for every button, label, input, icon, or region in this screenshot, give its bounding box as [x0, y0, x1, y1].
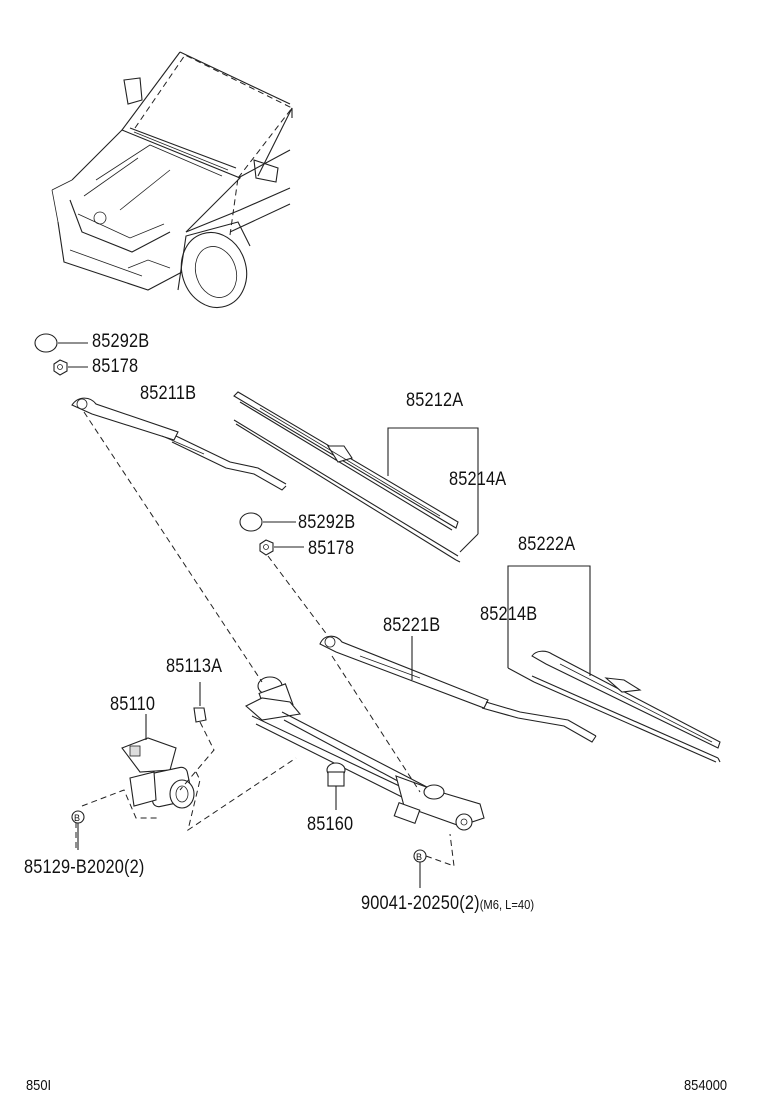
- label-85214A: 85214A: [449, 469, 507, 490]
- nut-85178-upper: [53, 359, 88, 376]
- label-85222A: 85222A: [518, 534, 576, 555]
- rear-wiper-blade: [531, 650, 721, 749]
- wiper-linkage: [245, 676, 485, 831]
- label-85214B: 85214B: [480, 604, 538, 625]
- label-85113A: 85113A: [166, 656, 223, 677]
- label-85211B: 85211B: [140, 383, 197, 404]
- bolt-marker-motor: B: [71, 810, 85, 850]
- cap-85292B-upper: [34, 333, 88, 353]
- label-90041-20250-note: (M6, L=40): [479, 897, 535, 912]
- nut-85178-lower: [259, 539, 304, 556]
- label-85292B-upper: 85292B: [92, 331, 150, 352]
- footer-left-code: 850I: [26, 1077, 52, 1094]
- label-90041-20250: 90041-20250(2)(M6, L=40): [361, 894, 534, 913]
- wiper-motor: [121, 737, 195, 809]
- label-85178-lower: 85178: [308, 538, 355, 559]
- label-85221B: 85221B: [383, 615, 441, 636]
- cap-85292B-lower: [239, 512, 296, 532]
- rear-wiper-rubber: [531, 675, 721, 763]
- footer-right-code: 854000: [684, 1077, 728, 1094]
- label-85178-upper: 85178: [92, 356, 139, 377]
- front-wiper-rubber: [233, 419, 461, 563]
- label-85129-B2020: 85129-B2020(2): [24, 857, 145, 878]
- svg-text:B: B: [74, 813, 80, 823]
- label-85110: 85110: [110, 694, 156, 715]
- motor-part-85113A: [193, 682, 207, 723]
- label-85212A: 85212A: [406, 390, 464, 411]
- vehicle-front-illustration: [51, 51, 293, 309]
- svg-text:B: B: [416, 852, 422, 862]
- front-wiper-arm: [71, 397, 287, 491]
- label-90041-20250-number: 90041-20250(2): [361, 893, 480, 914]
- bolt-marker-linkage: B: [413, 849, 427, 888]
- front-wiper-blade: [233, 391, 459, 531]
- label-85292B-lower: 85292B: [298, 512, 356, 533]
- label-85160: 85160: [307, 814, 354, 835]
- assembly-guide-lines: [75, 411, 455, 867]
- rear-wiper-arm: [319, 635, 597, 743]
